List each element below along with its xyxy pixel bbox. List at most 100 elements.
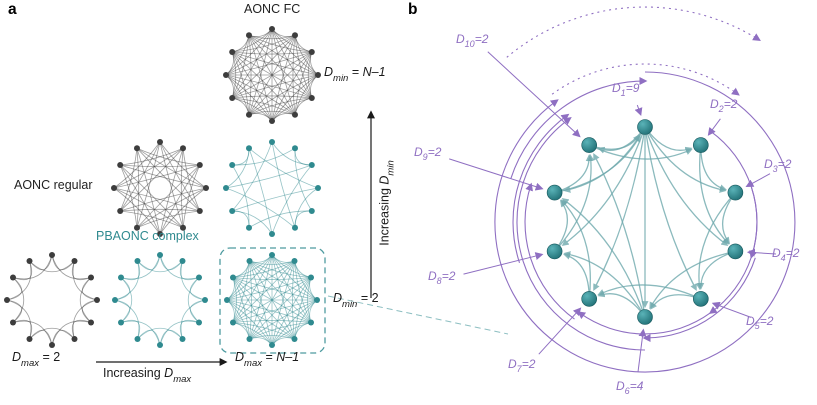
network-pbaonc-dmax2 bbox=[112, 252, 208, 348]
panel-a-label: a bbox=[8, 1, 17, 18]
delay-sub: 6 bbox=[624, 386, 630, 397]
delay-pointer-3 bbox=[745, 173, 771, 188]
dmin-top-var: D bbox=[324, 65, 334, 79]
delay-sub: 9 bbox=[422, 152, 428, 163]
network-node-3 bbox=[727, 184, 744, 201]
dmin-bottom-sub: min bbox=[342, 298, 358, 310]
delay-sub: 5 bbox=[754, 321, 760, 332]
delay-var: D bbox=[746, 314, 755, 328]
dmin-bottom-var: D bbox=[333, 291, 343, 305]
delay-value: 2 bbox=[730, 97, 738, 111]
delay-label-4: D4=2 bbox=[772, 246, 800, 264]
dmin-top-label: Dmin = N–1 bbox=[324, 65, 386, 83]
aonc-fc-title: AONC FC bbox=[244, 2, 301, 16]
network-node-6 bbox=[637, 309, 653, 325]
delay-sub: 8 bbox=[436, 276, 442, 287]
delay-pointer-5 bbox=[711, 301, 752, 318]
delay-sub: 1 bbox=[620, 88, 626, 99]
delay-arc-1 bbox=[494, 71, 796, 373]
delay-eq: = bbox=[427, 145, 435, 159]
dmax-right-val: N–1 bbox=[276, 350, 300, 364]
delay-eq: = bbox=[441, 269, 449, 283]
delay-value: 2 bbox=[434, 145, 442, 159]
delay-label-10: D10=2 bbox=[456, 32, 488, 50]
delay-value: 2 bbox=[448, 269, 456, 283]
delay-label-5: D5=2 bbox=[746, 314, 774, 332]
delay-value: 9 bbox=[632, 81, 640, 95]
delay-sub: 10 bbox=[464, 39, 475, 50]
increasing-dmax-label: Increasing Dmax bbox=[103, 366, 192, 385]
network-node-8 bbox=[546, 243, 563, 260]
network-node-1 bbox=[637, 119, 653, 135]
network-pbaonc-full bbox=[224, 252, 320, 348]
delay-var: D bbox=[414, 145, 423, 159]
continuation-arc bbox=[506, 6, 761, 58]
network-node-10 bbox=[581, 137, 598, 153]
panel-a-annotations bbox=[96, 110, 509, 366]
delay-arc-10 bbox=[551, 63, 740, 96]
increasing-dmax-sub: max bbox=[173, 373, 192, 385]
delay-var: D bbox=[764, 157, 773, 171]
delay-var: D bbox=[428, 269, 437, 283]
network-node-9 bbox=[546, 184, 563, 201]
network-node-5 bbox=[692, 291, 709, 307]
delay-value: 2 bbox=[766, 314, 774, 328]
network-pbaonc-mid bbox=[223, 139, 321, 237]
delay-pointers bbox=[449, 51, 777, 373]
dmax-right-sub: max bbox=[244, 357, 262, 369]
delay-pointer-7 bbox=[538, 307, 582, 355]
dmax-left-val: 2 bbox=[53, 350, 61, 364]
dmin-bottom-eq: = bbox=[357, 291, 372, 305]
delay-sub: 7 bbox=[516, 364, 522, 375]
delay-pointer-10 bbox=[487, 51, 581, 138]
zoom-connector-line bbox=[327, 295, 509, 335]
delay-arc-9 bbox=[510, 77, 648, 179]
delay-pointer-4 bbox=[746, 248, 777, 257]
delay-arc-7 bbox=[524, 182, 575, 320]
delay-var: D bbox=[456, 32, 465, 46]
delay-var: D bbox=[612, 81, 621, 95]
delay-label-7: D7=2 bbox=[508, 357, 536, 375]
delay-eq: = bbox=[625, 81, 633, 95]
dmax-left-sub: max bbox=[21, 357, 39, 369]
increasing-dmin-text: Increasing bbox=[377, 184, 392, 246]
dmax-left-var: D bbox=[12, 350, 22, 364]
network-aonc-regular bbox=[111, 139, 209, 237]
delay-arc-6 bbox=[516, 116, 646, 351]
delay-value: 2 bbox=[528, 357, 536, 371]
delay-var: D bbox=[508, 357, 517, 371]
delay-pointer-9 bbox=[449, 158, 544, 191]
increasing-dmin-sub: min bbox=[385, 160, 397, 176]
dmin-top-eq: = bbox=[348, 65, 363, 79]
increasing-dmin-var: D bbox=[377, 175, 392, 185]
delay-sub: 2 bbox=[718, 104, 724, 115]
dmin-bottom-val: 2 bbox=[371, 291, 379, 305]
increasing-dmax-text: Increasing bbox=[103, 366, 165, 380]
delay-eq: = bbox=[759, 314, 767, 328]
network-node-7 bbox=[581, 291, 598, 307]
delay-var: D bbox=[616, 379, 625, 393]
delay-value: 2 bbox=[792, 246, 800, 260]
delay-pointer-1 bbox=[634, 104, 643, 117]
dmax-right-label: Dmax = N–1 bbox=[235, 350, 300, 369]
dmin-top-val: N–1 bbox=[362, 65, 386, 79]
delay-eq: = bbox=[785, 246, 793, 260]
delay-var: D bbox=[772, 246, 781, 260]
delay-var: D bbox=[710, 97, 719, 111]
highlight-dashed-box bbox=[219, 247, 326, 354]
delay-pointer-2 bbox=[707, 118, 721, 136]
delay-label-9: D9=2 bbox=[414, 145, 442, 163]
delay-sub: 4 bbox=[780, 253, 786, 264]
delay-label-2: D2=2 bbox=[710, 97, 738, 115]
delay-sub: 3 bbox=[772, 164, 778, 175]
network-node-2 bbox=[692, 137, 709, 153]
delay-pointer-8 bbox=[463, 252, 544, 275]
dmax-left-label: Dmax = 2 bbox=[12, 350, 61, 369]
delay-label-6: D6=4 bbox=[616, 379, 643, 397]
network-aonc-fc bbox=[223, 26, 321, 124]
increasing-dmax-var: D bbox=[164, 366, 174, 380]
delay-eq: = bbox=[777, 157, 785, 171]
pbaonc-complex-title: PBAONC complex bbox=[96, 229, 199, 243]
